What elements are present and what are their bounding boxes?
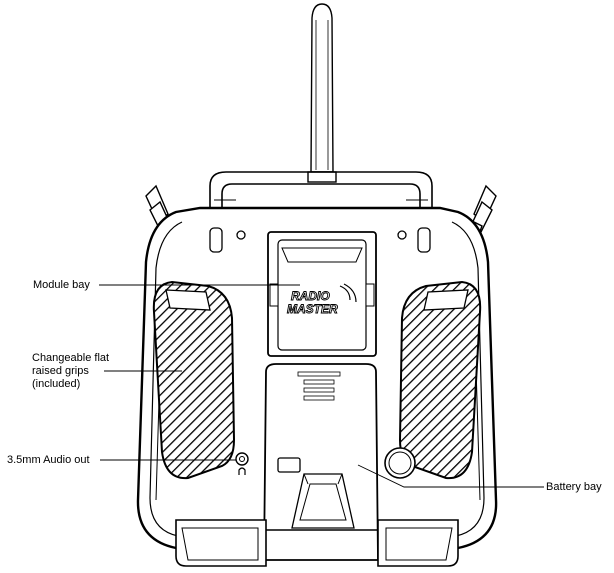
round-port: [384, 447, 416, 479]
right-grip: [398, 280, 482, 480]
callout-grips: Changeable flat raised grips (included): [32, 352, 109, 391]
logo-text-radio: RADIO: [291, 289, 330, 303]
battery-bay: [263, 363, 379, 561]
callout-grips-line-1: Changeable flat: [32, 352, 110, 364]
radiomaster-logo: RADIO MASTER: [287, 283, 357, 316]
audio-jack: [235, 452, 249, 475]
leader-battery-bay: [357, 464, 544, 488]
logo-text-master: MASTER: [287, 302, 338, 316]
callout-audio-out: 3.5mm Audio out: [7, 454, 90, 466]
callout-module-bay: Module bay: [33, 279, 90, 291]
callout-grips-line-3: (included): [32, 378, 81, 390]
module-bay: [267, 231, 377, 357]
antenna: [307, 3, 337, 183]
callout-grips-line-2: raised grips: [32, 365, 89, 377]
body-studs: [209, 227, 431, 253]
bottom-feet: [175, 519, 459, 567]
callout-leader-lines: [99, 284, 544, 488]
left-grip: [152, 280, 236, 480]
callout-battery-bay: Battery bay: [546, 481, 602, 493]
carry-handle: [209, 171, 433, 232]
